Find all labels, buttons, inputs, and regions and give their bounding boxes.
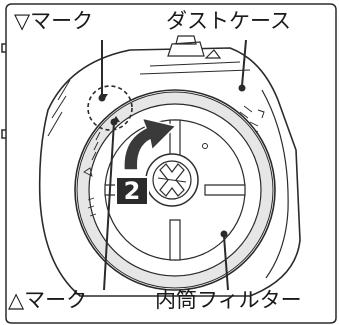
dust-case-leader — [241, 39, 247, 87]
inner-filter-leader-dot — [220, 230, 228, 238]
mark-up-label: △マーク — [8, 288, 88, 312]
mark-up-leader-dot — [110, 118, 118, 126]
ring-dot — [202, 143, 208, 149]
inner-filter-band-outer-edge — [76, 91, 274, 289]
alignment-highlight — [87, 85, 133, 131]
mark-down-symbol — [100, 94, 108, 100]
dust-case-label: ダストケース — [166, 9, 291, 33]
curved-arrow-clockwise-icon — [123, 117, 177, 171]
dust-case-top-detail — [139, 61, 251, 75]
frame-outline — [5, 3, 337, 324]
inner-filter-leader — [223, 235, 229, 291]
dust-case-right-bevel — [261, 89, 289, 279]
right-arrow-mark — [257, 109, 265, 119]
mark-down-label: ▽マーク — [14, 9, 94, 33]
dust-case-leader-dot — [238, 84, 246, 92]
inner-filter-band-edge — [88, 103, 262, 277]
step-number-badge: 2 — [115, 176, 149, 206]
dust-case-ribs — [47, 79, 71, 137]
inner-filter-band — [77, 92, 273, 288]
mark-up-leader — [103, 121, 115, 291]
ring-embossed-text — [83, 105, 253, 217]
dust-case-top-cap — [167, 35, 222, 59]
frame-tab — [1, 43, 6, 53]
inner-filter-label: 内筒フィルター — [155, 288, 302, 312]
filter-knob-icon — [145, 153, 199, 207]
frame-tab-lower — [1, 129, 6, 139]
